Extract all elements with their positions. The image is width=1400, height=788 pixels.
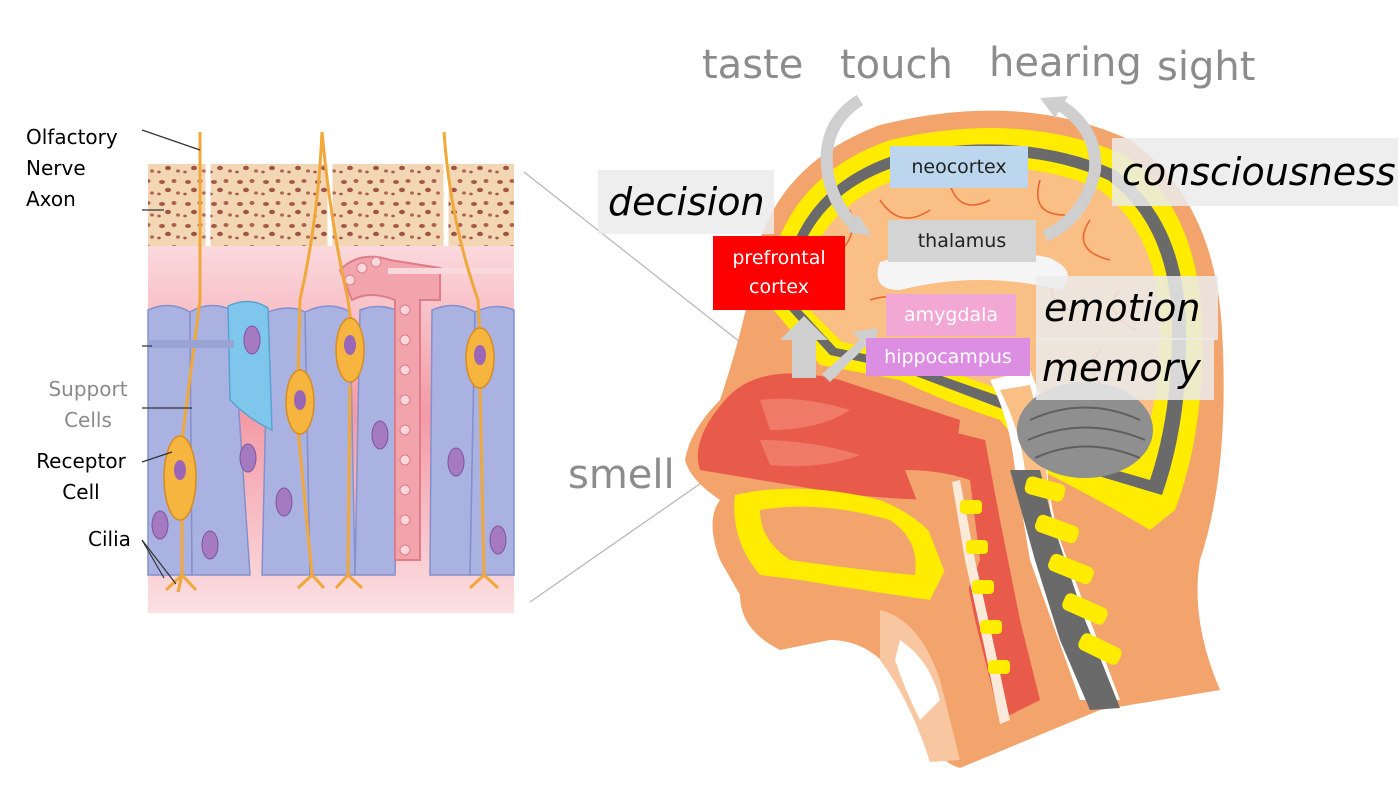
support-cells-label: Support Cells xyxy=(40,374,136,436)
consciousness-highlight xyxy=(1112,138,1398,206)
sense-sight-label: sight xyxy=(1157,44,1256,90)
sense-smell-label: smell xyxy=(568,452,675,498)
hippocampus-label: hippocampus xyxy=(884,346,1012,368)
olfactory-nerve-axon-line-3: Axon xyxy=(26,187,76,211)
support-cells-line-1: Support xyxy=(48,377,128,401)
receptor-cell-line-2: Cell xyxy=(62,480,100,504)
amygdala-label: amygdala xyxy=(903,304,999,326)
function-emotion-label: emotion xyxy=(1044,286,1201,330)
receptor-cell-label: Receptor Cell xyxy=(32,446,130,508)
leader-lines xyxy=(141,129,201,585)
olfactory-nerve-axon-label: Olfactory Nerve Axon xyxy=(26,122,118,215)
prefrontal-cortex-box: prefrontal cortex xyxy=(713,236,845,310)
thalamus-box: thalamus xyxy=(888,220,1036,262)
olfactory-nerve-axon-line-2: Nerve xyxy=(26,156,86,180)
amygdala-box: amygdala xyxy=(886,294,1016,336)
neocortex-box: neocortex xyxy=(890,146,1028,188)
hippocampus-box: hippocampus xyxy=(866,338,1030,376)
olfactory-nerve-axon-line-1: Olfactory xyxy=(26,125,118,149)
function-decision-label: decision xyxy=(608,180,765,224)
neocortex-label: neocortex xyxy=(911,156,1007,178)
sense-touch-label: touch xyxy=(840,42,953,88)
thalamus-label: thalamus xyxy=(917,230,1007,252)
memory-highlight xyxy=(1036,338,1214,400)
emotion-highlight xyxy=(1036,276,1218,340)
sense-taste-label: taste xyxy=(702,42,804,88)
prefrontal-cortex-line-1: prefrontal xyxy=(732,247,826,269)
function-memory-label: memory xyxy=(1042,346,1201,390)
function-consciousness-label: consciousness xyxy=(1122,150,1396,194)
decision-highlight xyxy=(598,170,774,234)
cilia-label: Cilia xyxy=(88,527,131,551)
receptor-cell-line-1: Receptor xyxy=(36,449,126,473)
support-cells-line-2: Cells xyxy=(64,408,112,432)
prefrontal-cortex-line-2: cortex xyxy=(749,276,809,298)
olfactory-epithelium-illustration xyxy=(147,131,515,613)
sense-hearing-label: hearing xyxy=(989,40,1142,86)
